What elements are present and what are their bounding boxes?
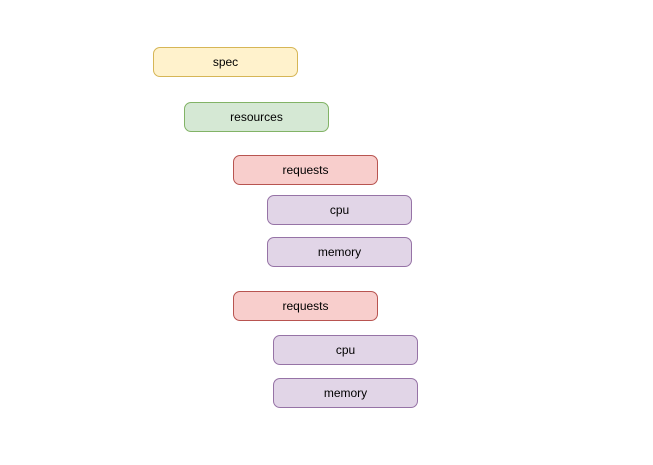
diagram-node-memory-2[interactable]: memory xyxy=(273,378,418,408)
node-label: resources xyxy=(230,110,283,124)
diagram-node-resources[interactable]: resources xyxy=(184,102,329,132)
diagram-node-requests-1[interactable]: requests xyxy=(233,155,378,185)
node-label: requests xyxy=(282,299,329,313)
diagram-node-spec[interactable]: spec xyxy=(153,47,298,77)
diagram-node-requests-2[interactable]: requests xyxy=(233,291,378,321)
node-label: cpu xyxy=(335,343,356,357)
node-label: spec xyxy=(212,55,239,69)
diagram-node-memory-1[interactable]: memory xyxy=(267,237,412,267)
node-label: memory xyxy=(317,245,362,259)
node-label: cpu xyxy=(329,203,350,217)
node-label: memory xyxy=(323,386,368,400)
diagram-node-cpu-2[interactable]: cpu xyxy=(273,335,418,365)
node-label: requests xyxy=(282,163,329,177)
diagram-node-cpu-1[interactable]: cpu xyxy=(267,195,412,225)
